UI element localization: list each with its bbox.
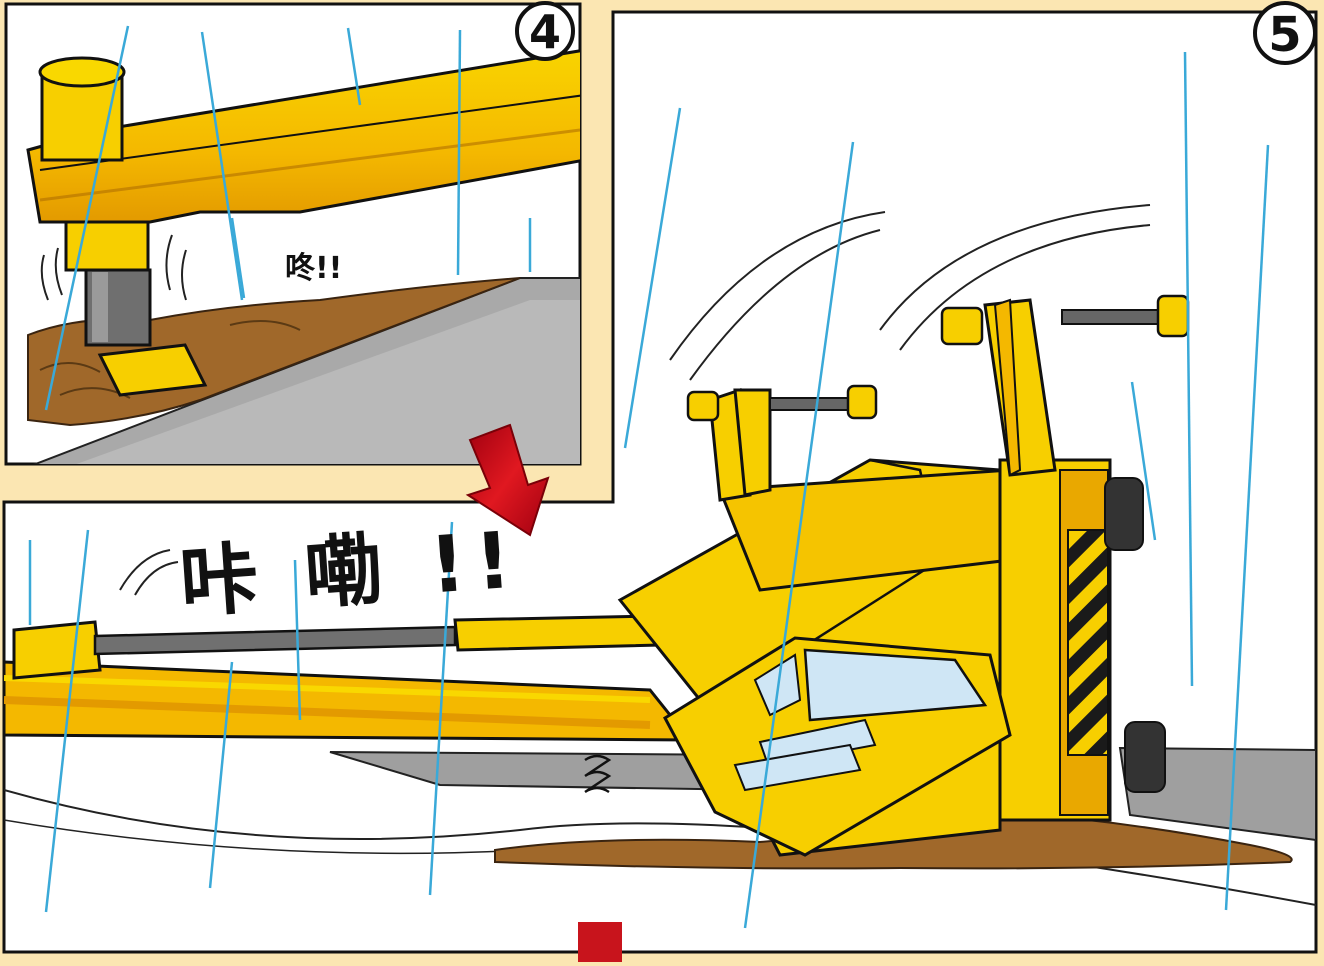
panel-4-number-badge: 4 [515, 1, 575, 61]
suspension-spring [584, 754, 612, 794]
hazard-stripes [1067, 529, 1109, 756]
down-arrow-icon [465, 423, 550, 537]
rain-lines-panel-5 [28, 51, 1270, 929]
panel-5-number-badge: 5 [1253, 1, 1317, 65]
cab-window-front [803, 648, 988, 722]
tire-upper [1104, 477, 1144, 551]
road-highlight [76, 300, 580, 464]
jack-knob-left [846, 384, 878, 420]
rain-lines-panel-4 [44, 25, 532, 411]
foot-pad [97, 343, 208, 397]
tire-lower [1124, 721, 1166, 793]
sfx-thud: 咚!! [285, 251, 342, 286]
panel-5-number: 5 [1268, 7, 1301, 63]
panel-4: 咚!! [4, 2, 582, 466]
cylinder-cap [38, 56, 126, 88]
ground-plate-right [1118, 746, 1316, 842]
red-block-marker [578, 922, 622, 962]
panel-4-number: 4 [529, 5, 561, 59]
panel-5: 咔 嘞 !! [2, 10, 1318, 954]
hydraulic-rod [93, 625, 457, 656]
jack-knob-right [1156, 294, 1190, 338]
